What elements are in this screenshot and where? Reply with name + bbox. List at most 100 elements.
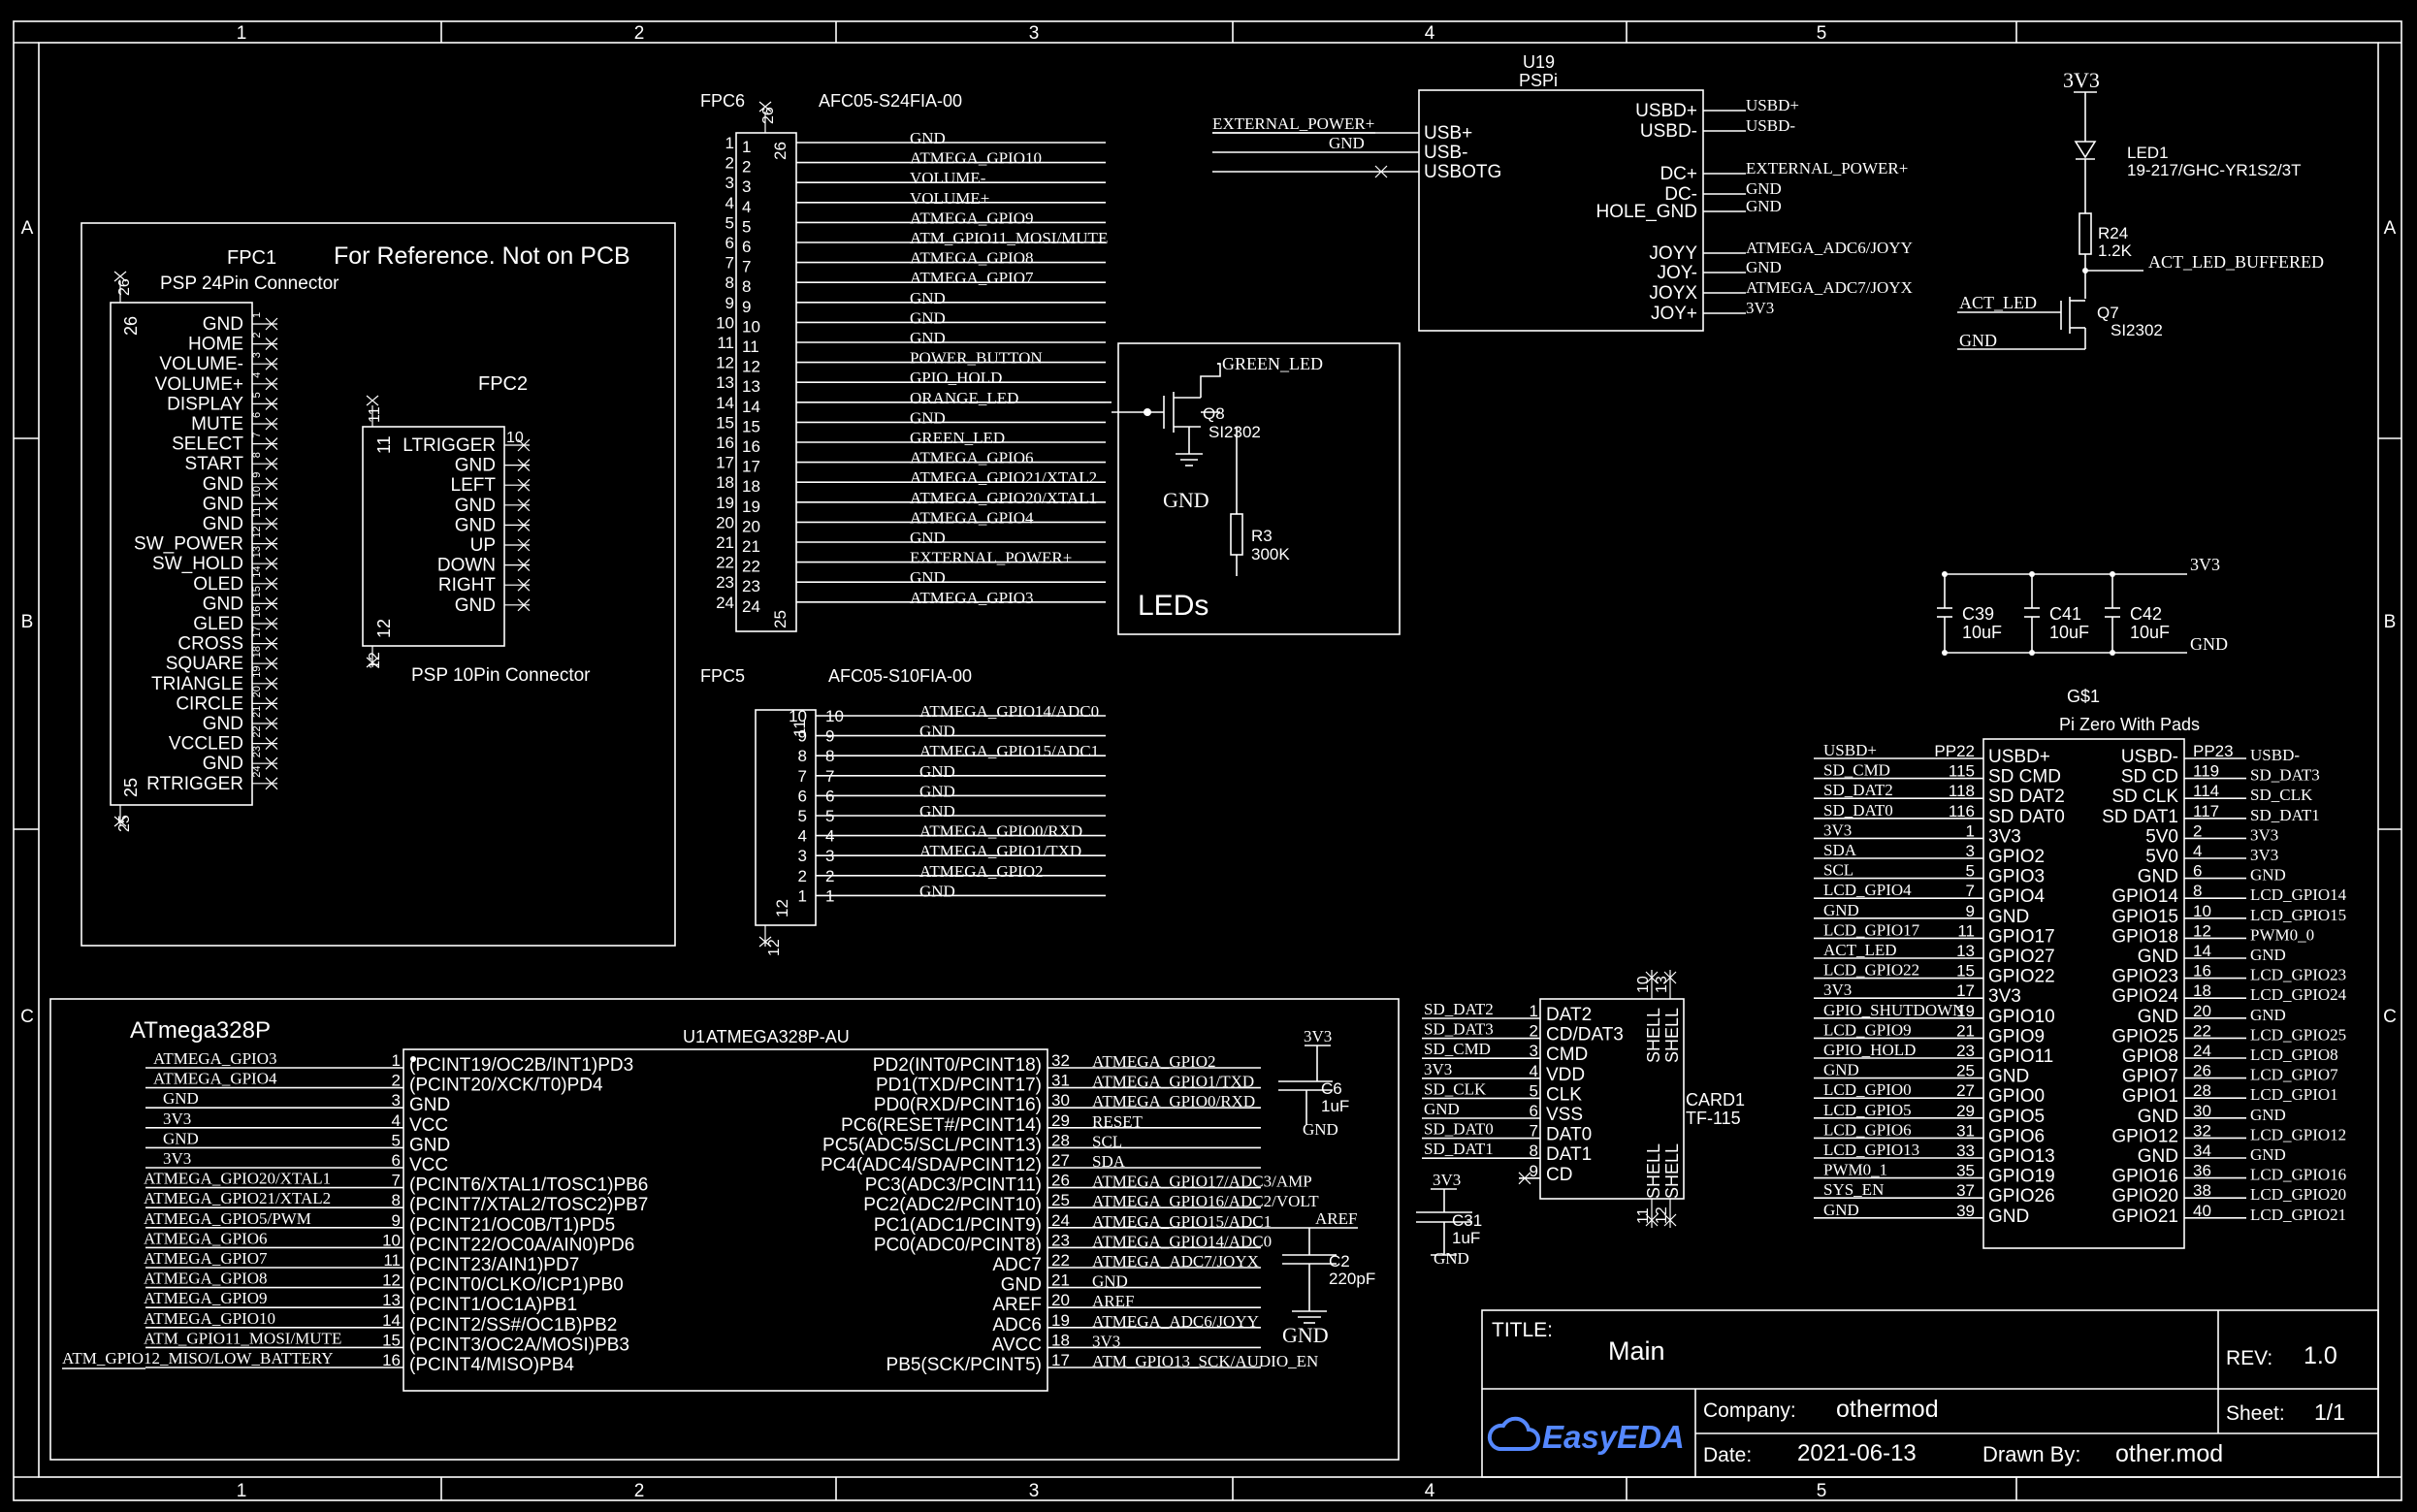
- atmega-right-pin-number: 30: [1051, 1091, 1070, 1110]
- fpc6-net-label: ATMEGA_GPIO4: [910, 508, 1034, 527]
- pizero-body: [1982, 738, 2185, 1249]
- fpc1-pin-label: START: [184, 454, 243, 474]
- pizero-right-net: LCD_GPIO8: [2250, 1046, 2338, 1064]
- fpc1-designator: FPC1: [227, 247, 276, 269]
- fpc6-pin-number: 14: [716, 394, 734, 412]
- fpc2-pin-label: GND: [455, 595, 496, 616]
- sheet-value: 1/1: [2314, 1399, 2345, 1425]
- fpc6-pin-number-inner: 8: [742, 277, 751, 296]
- atmega-right-net: ATM_GPIO13_SCK/AUDIO_EN: [1092, 1352, 1318, 1370]
- fpc2-inner-top: 11: [374, 435, 394, 454]
- pizero-left-net: LCD_GPIO5: [1823, 1101, 1912, 1119]
- fpc6-net-label: ATM_GPIO11_MOSI/MUTE: [910, 229, 1108, 247]
- pizero-left-net: SD_DAT2: [1823, 781, 1893, 799]
- pizero-right-pin: SD CD: [2121, 767, 2178, 788]
- pizero-left-net: SD_DAT0: [1823, 801, 1893, 820]
- u19-right-pin: DC+: [1660, 164, 1697, 184]
- pizero-right-pin-number: 30: [2193, 1102, 2211, 1120]
- cap-value: 10uF: [2049, 623, 2089, 642]
- fpc6-pin-number-inner: 17: [742, 458, 760, 476]
- drawn-by-label: Drawn By:: [1982, 1442, 2080, 1466]
- pizero-left-pin: GND: [1988, 907, 2029, 927]
- pizero-right-pin: GND: [2138, 1146, 2178, 1167]
- fpc1-pin-label: HOME: [188, 335, 243, 355]
- pizero-right-pin: 5V0: [2145, 826, 2178, 847]
- fpc1-pin-label: RTRIGGER: [146, 774, 243, 794]
- pizero-right-net: LCD_GPIO12: [2250, 1125, 2346, 1143]
- fpc6-net-label: GND: [910, 408, 946, 427]
- pizero-left-pin-number: 11: [1957, 921, 1975, 940]
- atmega-right-pin-number: 31: [1051, 1072, 1070, 1090]
- fpc1-pin-label: GND: [203, 754, 243, 774]
- fpc6-net-label: ATMEGA_GPIO21/XTAL2: [910, 468, 1097, 487]
- fpc6-net-label: ATMEGA_GPIO10: [910, 149, 1042, 168]
- fpc6-net-label: EXTERNAL_POWER+: [910, 549, 1072, 567]
- atmega-left-pin: GND: [409, 1135, 450, 1155]
- atmega-left-pin: (PCINT1/OC1A)PB1: [409, 1295, 577, 1315]
- u19-right-net: ATMEGA_ADC7/JOYX: [1746, 278, 1913, 297]
- pizero-right-net: LCD_GPIO25: [2250, 1025, 2346, 1044]
- row-label: B: [2384, 612, 2397, 632]
- fpc2-body: [362, 426, 505, 647]
- date-label: Date:: [1703, 1444, 1752, 1466]
- sheet-title: Main: [1608, 1336, 1665, 1366]
- fpc5-pin-bottom-inner: 12: [773, 899, 791, 917]
- fpc2-connector: FPC2 PSP 10Pin Connector 11 12 11 12 10 …: [362, 373, 591, 686]
- card1-pin-number: 7: [1530, 1122, 1538, 1141]
- fpc5-pin-number-inner: 7: [798, 767, 807, 786]
- card1-pin-label: CD/DAT3: [1546, 1025, 1624, 1046]
- u19-right-net: GND: [1746, 197, 1782, 215]
- card1-pin-label: CD: [1546, 1165, 1572, 1185]
- pizero-right-pin-number: 22: [2193, 1021, 2211, 1040]
- pizero-right-pin-number: 6: [2193, 862, 2202, 881]
- pizero-right-pin-number: 16: [2193, 962, 2211, 981]
- pizero-right-pin: GND: [2138, 1007, 2178, 1027]
- pizero-right-net: GND: [2250, 866, 2286, 885]
- c6-value: 1uF: [1321, 1097, 1349, 1115]
- fpc2-pin-label: LEFT: [451, 475, 497, 496]
- fpc6-pin-number: 16: [716, 434, 734, 452]
- fpc5-net-label: ATMEGA_GPIO2: [919, 862, 1044, 881]
- fpc1-pin-label: GND: [203, 314, 243, 335]
- atmega-left-pin: (PCINT6/XTAL1/TOSC1)PB6: [409, 1175, 648, 1196]
- fpc1-pin-number: 8: [251, 452, 263, 458]
- fpc2-pin-label: GND: [455, 456, 496, 476]
- u19-right-pin: JOYX: [1649, 283, 1697, 304]
- pizero-left-pin-number: 19: [1956, 1002, 1975, 1020]
- fpc6-pin-number-inner: 12: [742, 358, 760, 376]
- pizero-left-pin: SD CMD: [1988, 767, 2061, 788]
- atmega-left-pin-number: 12: [382, 1271, 401, 1290]
- fpc6-pin-number: 10: [716, 313, 734, 332]
- pizero-right-pin-number: 10: [2193, 902, 2211, 920]
- pizero-left-pin-number: 25: [1956, 1062, 1975, 1080]
- fpc1-pin-number: 3: [251, 352, 263, 358]
- atmega-left-pin: (PCINT23/AIN1)PD7: [409, 1255, 579, 1275]
- pizero-left-net: SYS_EN: [1823, 1180, 1884, 1199]
- cap-name: C42: [2130, 604, 2162, 624]
- fpc1-pin-label: SW_HOLD: [152, 554, 243, 574]
- u19-right-net: ATMEGA_ADC6/JOYY: [1746, 239, 1913, 257]
- fpc1-pin-label: OLED: [193, 574, 243, 595]
- pizero-left-pin: GPIO27: [1988, 947, 2055, 967]
- fpc6-net-label: ATMEGA_GPIO9: [910, 209, 1034, 227]
- pizero-left-pin-number: 1: [1966, 821, 1975, 840]
- pizero-left-net: LCD_GPIO4: [1823, 881, 1912, 899]
- fpc6-pin-number-inner: 3: [742, 177, 751, 196]
- atmega-right-pin: PC0(ADC0/PCINT8): [874, 1235, 1042, 1255]
- card1-shell-number: 10: [1635, 976, 1652, 993]
- fpc1-pin-label: SQUARE: [166, 654, 243, 674]
- atmega-left-net: ATMEGA_GPIO7: [144, 1249, 268, 1268]
- pizero-left-pin: GPIO11: [1988, 1046, 2053, 1067]
- row-label: C: [2383, 1007, 2397, 1027]
- fpc6-designator: FPC6: [700, 91, 745, 111]
- pizero-right-net: LCD_GPIO7: [2250, 1066, 2338, 1084]
- fpc6-pin-number-inner: 13: [742, 377, 760, 396]
- cap-value: 10uF: [1962, 623, 2002, 642]
- fpc1-pin-label: CIRCLE: [176, 693, 243, 714]
- pizero-left-net: GPIO_SHUTDOWN: [1823, 1001, 1964, 1019]
- u19-right-net: EXTERNAL_POWER+: [1746, 159, 1908, 177]
- pizero-left-pin-number: 17: [1956, 981, 1975, 1000]
- c6-rail: 3V3: [1304, 1027, 1332, 1046]
